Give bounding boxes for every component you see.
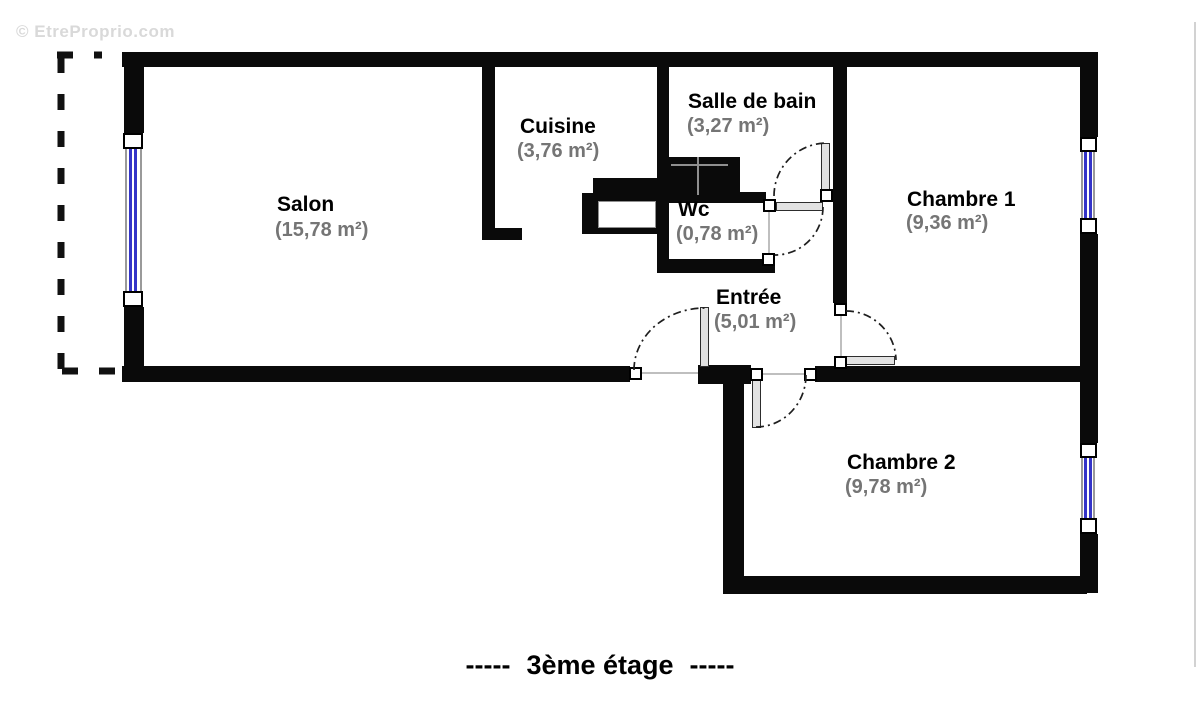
wall-wc-top bbox=[657, 192, 766, 203]
room-area-entree: (5,01 m²) bbox=[714, 311, 797, 333]
floor-caption: ----- 3ème étage ----- bbox=[320, 650, 880, 681]
room-area-chambre1: (9,36 m²) bbox=[906, 212, 989, 234]
room-label-entree: Entrée bbox=[716, 286, 782, 309]
wall-cuisine-stub bbox=[482, 228, 522, 240]
window-chambre2-frame bbox=[1081, 458, 1083, 518]
threshold-line-chambre1 bbox=[840, 316, 842, 357]
bath-fixture-line bbox=[671, 164, 728, 166]
scan-artifact-line bbox=[1194, 22, 1196, 667]
door-jamb-wc-top bbox=[763, 199, 776, 212]
room-area-cuisine: (3,76 m²) bbox=[517, 140, 600, 162]
wall-wc-bottom bbox=[657, 259, 775, 273]
wall-cuisine-wc bbox=[657, 62, 669, 272]
door-jamb-chambre1 bbox=[834, 303, 847, 316]
door-leaf-entree bbox=[700, 307, 709, 367]
caption-title: 3ème étage bbox=[526, 650, 674, 680]
window-chambre2-cap bbox=[1080, 443, 1097, 458]
window-chambre1-glazing bbox=[1089, 152, 1092, 218]
window-salon bbox=[122, 133, 145, 307]
door-jamb-chambre2-hinge bbox=[750, 368, 763, 381]
room-label-chambre2: Chambre 2 bbox=[847, 451, 956, 474]
window-salon-glazing bbox=[129, 149, 132, 291]
room-area-salle-de-bain: (3,27 m²) bbox=[687, 115, 770, 137]
threshold-line-entree-salon bbox=[641, 372, 698, 374]
window-salon-glazing bbox=[134, 149, 137, 291]
door-jamb-chambre2 bbox=[804, 368, 817, 381]
window-salon-frame bbox=[140, 149, 142, 291]
door-leaf-wc bbox=[776, 202, 823, 211]
window-chambre2-glazing bbox=[1089, 458, 1092, 518]
kitchen-sink bbox=[598, 201, 656, 228]
window-chambre1-cap bbox=[1080, 218, 1097, 234]
caption-dashes-right: ----- bbox=[689, 650, 735, 680]
threshold-line-chambre2 bbox=[762, 373, 807, 375]
kitchen-counter-edge bbox=[582, 193, 594, 234]
wall-chambre2-bottom bbox=[723, 576, 1087, 594]
window-chambre1-frame bbox=[1081, 152, 1083, 218]
bath-fixture-divider-line bbox=[697, 157, 699, 195]
door-leaf-salle-de-bain bbox=[821, 143, 830, 191]
door-jamb-wc-bottom bbox=[762, 253, 775, 266]
room-label-cuisine: Cuisine bbox=[520, 115, 596, 138]
door-jamb-salle-de-bain-hinge bbox=[820, 189, 833, 202]
room-label-salon: Salon bbox=[277, 193, 335, 216]
wall-entree-corner bbox=[698, 365, 751, 384]
window-chambre2-frame bbox=[1093, 458, 1095, 518]
window-chambre2-cap bbox=[1080, 518, 1097, 534]
room-label-chambre1: Chambre 1 bbox=[907, 188, 1016, 211]
room-area-chambre2: (9,78 m²) bbox=[845, 476, 928, 498]
window-chambre1-glazing bbox=[1084, 152, 1087, 218]
outer-wall-top bbox=[122, 52, 1097, 67]
room-label-salle-de-bain: Salle de bain bbox=[688, 90, 817, 113]
threshold-line-wc bbox=[768, 212, 770, 253]
wall-chambre2-left bbox=[723, 380, 744, 576]
wall-chambre1-chambre2-divider bbox=[815, 366, 1080, 382]
door-swing-arc-entree bbox=[633, 307, 706, 371]
watermark-text: © EtreProprio.com bbox=[16, 22, 175, 41]
door-swing-arc-chambre1 bbox=[845, 310, 897, 361]
bath-fixture bbox=[668, 157, 740, 195]
door-swing-arc-chambre2 bbox=[755, 374, 807, 428]
door-leaf-chambre2 bbox=[752, 380, 761, 428]
wall-chambre1-left bbox=[833, 62, 847, 303]
door-jamb-chambre1-hinge bbox=[834, 356, 847, 369]
wall-cuisine-partition bbox=[482, 62, 495, 230]
room-area-wc: (0,78 m²) bbox=[676, 223, 759, 245]
door-leaf-chambre1 bbox=[843, 356, 895, 365]
room-label-wc: Wc bbox=[678, 198, 710, 221]
window-chambre1-frame bbox=[1093, 152, 1095, 218]
caption-dashes-left: ----- bbox=[465, 650, 511, 680]
window-salon-cap bbox=[123, 133, 143, 149]
window-salon-frame bbox=[125, 149, 127, 291]
window-salon-cap bbox=[123, 291, 143, 307]
window-chambre1-cap bbox=[1080, 137, 1097, 152]
door-swing-arc-wc bbox=[774, 206, 824, 256]
wall-salon-bottom bbox=[122, 366, 630, 382]
door-jamb-entree bbox=[629, 367, 642, 380]
window-chambre2-glazing bbox=[1084, 458, 1087, 518]
room-area-salon: (15,78 m²) bbox=[275, 219, 369, 241]
